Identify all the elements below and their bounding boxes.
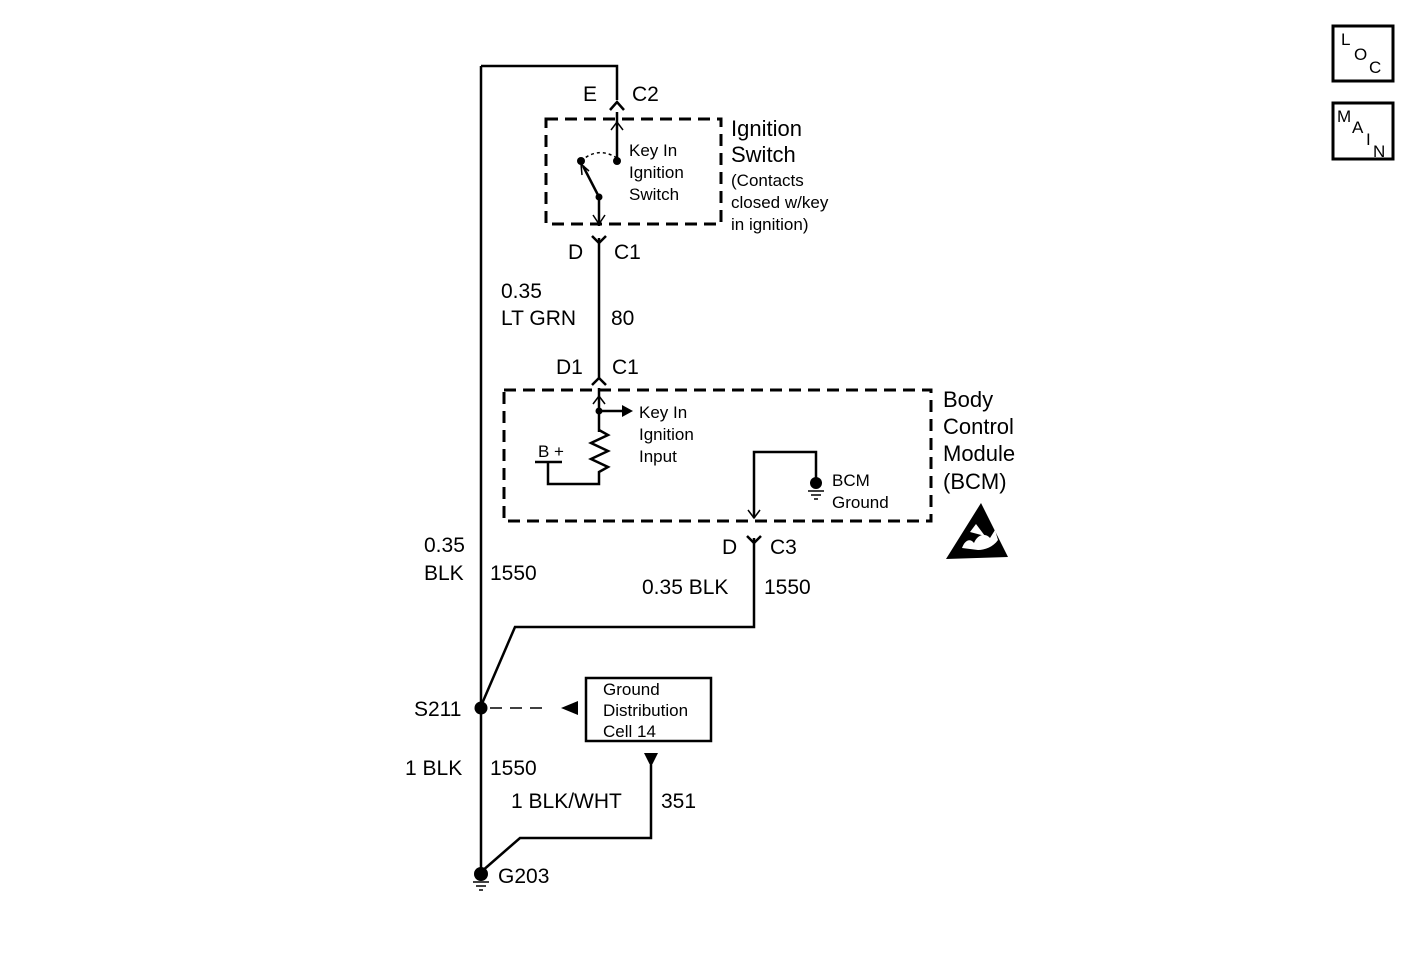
ground-dist-line-1: Ground <box>603 680 660 699</box>
bcm-input-arrow-right <box>622 405 633 417</box>
bcm-ground-dot <box>810 477 822 489</box>
wire-c3-label: 0.35 BLK <box>642 576 728 599</box>
wire-top-loop <box>481 64 619 100</box>
bcm-ground-label-1: BCM <box>832 471 870 490</box>
bcm-input-label-3: Input <box>639 447 677 466</box>
loc-letter-l: L <box>1341 30 1350 49</box>
c2-pin-label: E <box>583 83 597 106</box>
ignition-switch-title-1: Ignition <box>731 116 802 141</box>
main-letter-m: M <box>1337 107 1351 126</box>
wire-bottom-label: 1 BLK <box>405 757 462 780</box>
wire-80-color: LT GRN <box>501 307 576 330</box>
wire-351-label: 1 BLK/WHT <box>511 790 622 813</box>
pullup-resistor <box>546 428 611 486</box>
switch-arrow-up <box>610 120 624 131</box>
wire-bottom-circuit: 1550 <box>490 757 537 780</box>
switch-arrow-down <box>592 214 606 226</box>
main-letter-a: A <box>1352 118 1364 137</box>
ignition-switch-box <box>544 117 723 226</box>
bcm-ground-icon <box>808 490 824 500</box>
ground-g203-icon <box>473 881 489 891</box>
main-letter-n: N <box>1373 142 1385 161</box>
c2-connector-label: C2 <box>632 83 659 106</box>
splice-s211 <box>474 701 488 715</box>
ignition-switch-title-2: Switch <box>731 142 796 167</box>
connector-c2-e <box>609 100 625 111</box>
switch-blade <box>581 165 601 198</box>
bcm-title-3: Module <box>943 441 1015 466</box>
switch-contact-label-2: Ignition <box>629 163 684 182</box>
ground-dist-line-2: Distribution <box>603 701 688 720</box>
ground-dist-line-3: Cell 14 <box>603 722 656 741</box>
esd-warning-icon <box>946 503 1008 559</box>
splice-s211-label: S211 <box>414 698 462 721</box>
connector-c1-d1 <box>591 376 607 386</box>
bcm-c1-pin-label: D1 <box>556 356 583 379</box>
wire-left-gauge: 0.35 <box>424 534 465 557</box>
main-button[interactable]: M A I N <box>1331 101 1395 161</box>
switch-contact-dot <box>613 157 621 165</box>
bplus-label: B + <box>538 442 564 461</box>
bcm-ground-label-2: Ground <box>832 493 889 512</box>
wire-80-circuit: 80 <box>611 307 634 330</box>
bcm-ground-arrow-down <box>747 509 761 520</box>
bcm-ground-wire <box>752 450 818 518</box>
bcm-title-2: Control <box>943 414 1014 439</box>
c3-pin-label: D <box>722 536 737 559</box>
wire-80-gauge: 0.35 <box>501 280 542 303</box>
wire-c3-circuit: 1550 <box>764 576 811 599</box>
switch-blade-arrow <box>580 162 590 176</box>
wire-351 <box>480 765 653 873</box>
loc-letter-c: C <box>1369 58 1381 77</box>
bcm-title-4: (BCM) <box>943 469 1007 494</box>
bcm-box <box>502 388 933 523</box>
ground-dist-arrow <box>561 701 578 715</box>
ground-g203-label: G203 <box>498 865 549 888</box>
ignition-switch-note-3: in ignition) <box>731 215 809 234</box>
wire-left-color: BLK <box>424 562 464 585</box>
ground-distribution-button[interactable] <box>584 676 713 743</box>
bcm-c1-connector-label: C1 <box>612 356 639 379</box>
bcm-input-label-1: Key In <box>639 403 687 422</box>
main-letter-i: I <box>1366 130 1371 149</box>
ground-g203-dot <box>474 867 488 881</box>
bcm-title-1: Body <box>943 387 993 412</box>
c1-connector-label: C1 <box>614 241 641 264</box>
wire-351-arrow <box>644 753 658 767</box>
switch-dashed-arc <box>580 152 618 162</box>
ignition-switch-note-1: (Contacts <box>731 171 804 190</box>
wire-1550-c3 <box>479 538 756 707</box>
ignition-switch-note-2: closed w/key <box>731 193 829 212</box>
wire-351-circuit: 351 <box>661 790 696 813</box>
loc-letter-o: O <box>1354 45 1367 64</box>
switch-contact-label-1: Key In <box>629 141 677 160</box>
bcm-input-arrow-up <box>592 394 606 405</box>
c1-pin-label: D <box>568 241 583 264</box>
bcm-input-label-2: Ignition <box>639 425 694 444</box>
c3-connector-label: C3 <box>770 536 797 559</box>
loc-button[interactable]: L O C <box>1331 24 1395 83</box>
switch-contact-label-3: Switch <box>629 185 679 204</box>
wire-left-circuit: 1550 <box>490 562 537 585</box>
